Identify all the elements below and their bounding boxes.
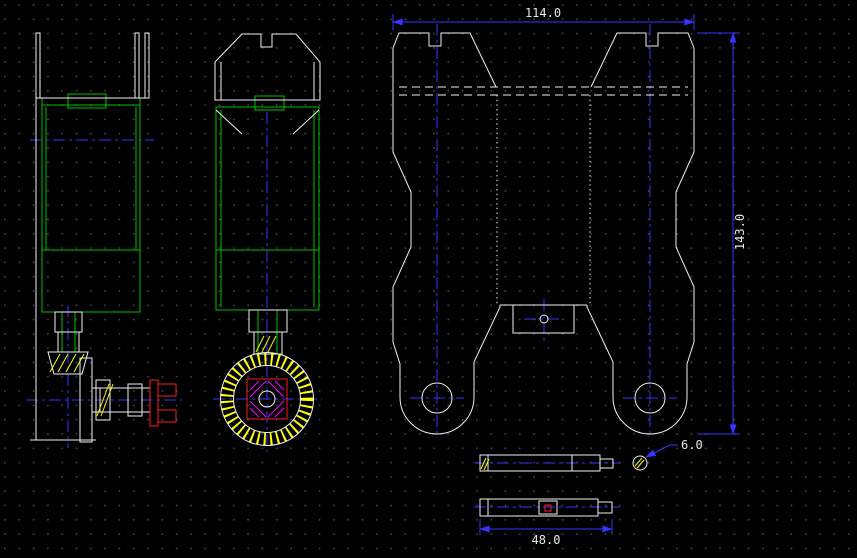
left-axle-hole xyxy=(421,382,453,414)
pin-end-hatch xyxy=(634,457,645,469)
pin-end-circle xyxy=(632,455,648,471)
fork-hidden-dotted-lines xyxy=(496,95,591,305)
right-axle-hole xyxy=(634,382,666,414)
dimension-height: 143.0 xyxy=(697,32,747,435)
gear-view-hatch-small xyxy=(255,335,277,353)
gear-view-white-geometry xyxy=(214,33,321,355)
pin-end-view xyxy=(632,455,648,471)
dim-pin-length-label: 48.0 xyxy=(532,533,561,547)
pin-centerlines xyxy=(474,462,620,508)
fork-centerlines xyxy=(410,24,677,436)
view-side-gear xyxy=(213,33,322,452)
center-pilot-hole xyxy=(539,314,549,324)
left-view-hatch-lines xyxy=(49,353,114,417)
pin-upper-geometry xyxy=(479,454,614,472)
dim-height-label: 143.0 xyxy=(733,214,747,250)
sprocket-circles xyxy=(220,352,314,446)
sprocket-hub-hatch xyxy=(249,380,285,418)
pin-lower-geometry xyxy=(479,498,613,517)
dimension-height-lines xyxy=(697,32,740,435)
view-front-fork xyxy=(392,24,695,436)
fork-outline xyxy=(392,32,695,435)
dimension-width-lines xyxy=(392,14,695,30)
dim-width-label: 114.0 xyxy=(525,6,561,20)
left-view-centerlines xyxy=(26,139,182,448)
gear-view-centerlines xyxy=(213,112,322,452)
sprocket-wheel xyxy=(220,352,314,446)
pin-diameter-leader xyxy=(645,444,678,458)
pin-lower-key-detail xyxy=(544,504,552,512)
sprocket-hub-square xyxy=(246,378,288,420)
pin-upper-hatch xyxy=(480,457,490,471)
left-view-red-fitting xyxy=(149,379,177,427)
dimension-width: 114.0 xyxy=(392,6,695,30)
view-side-left xyxy=(26,32,182,448)
detail-pins: 6.0 48.0 xyxy=(474,438,703,547)
fork-hidden-dashed-lines xyxy=(399,86,688,96)
dim-pin-diameter-label: 6.0 xyxy=(681,438,703,452)
dimension-pin-diameter: 6.0 xyxy=(645,438,703,458)
dimension-pin-length-lines xyxy=(479,519,613,535)
dimension-pin-length: 48.0 xyxy=(479,519,613,547)
sprocket-tooth-hatch xyxy=(220,352,314,446)
